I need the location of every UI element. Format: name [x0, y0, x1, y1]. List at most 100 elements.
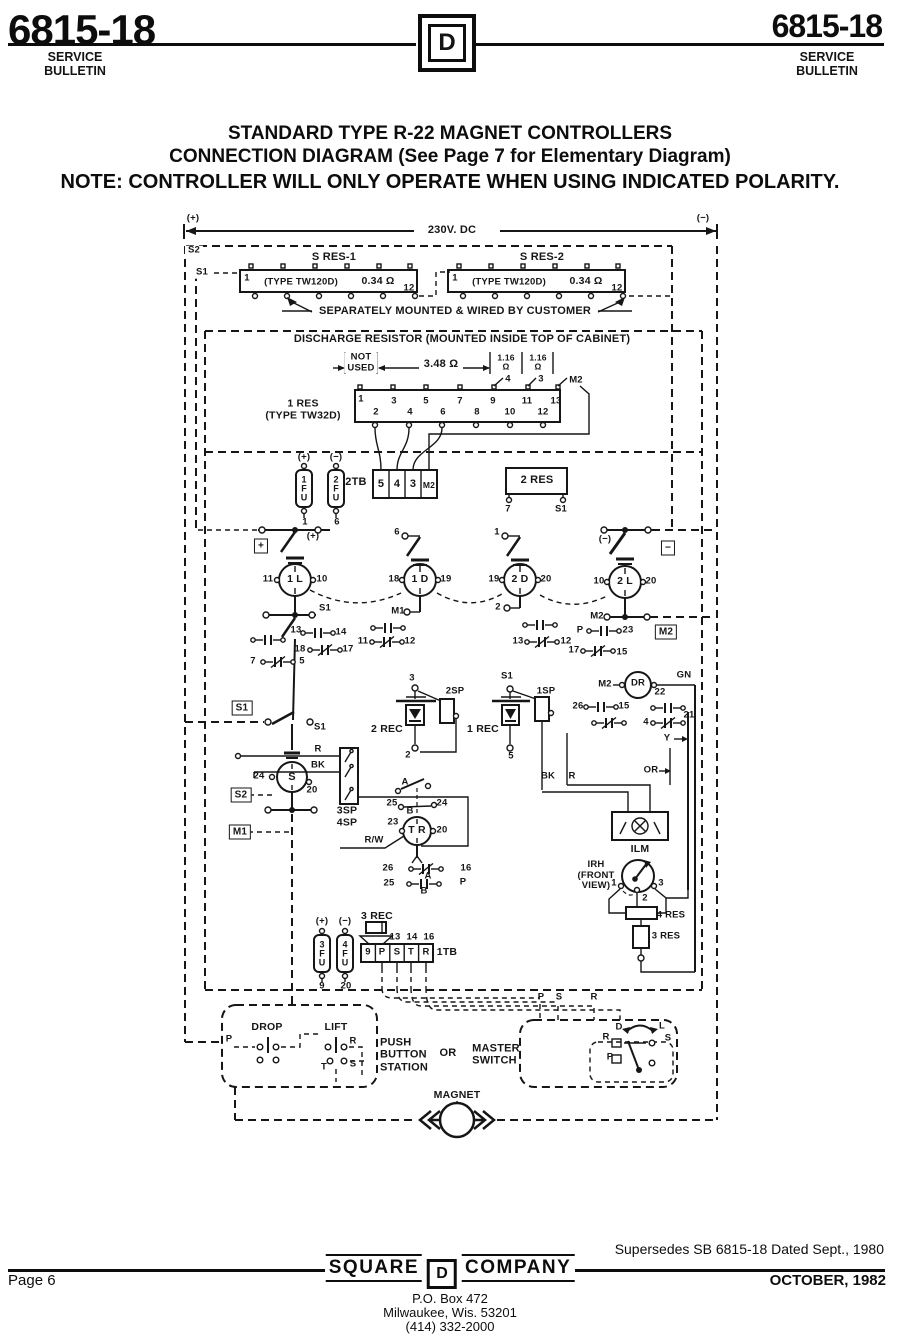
label-magnet: MAGNET — [433, 1089, 481, 1102]
label-fu3-terminal: 9 — [319, 980, 325, 992]
label-1rec: 1 REC — [467, 723, 499, 736]
label-irh1: 1 — [611, 877, 617, 889]
label-n5: 5 — [508, 750, 514, 762]
label-ilm: ILM — [630, 843, 650, 856]
label-rt5: 5 — [423, 395, 429, 407]
label-d3: 3 — [538, 373, 544, 385]
label-or: OR — [439, 1046, 457, 1059]
label-rt11: 11 — [521, 395, 533, 407]
label-r-wire: R — [568, 770, 576, 782]
label-c19: 19 — [440, 573, 452, 585]
label-val1: 0.34 Ω — [361, 275, 395, 288]
label-116-ohm-b: 1.16 Ω — [526, 353, 550, 371]
label-k12: 12 — [404, 635, 416, 647]
label-k15: 15 — [616, 646, 628, 658]
label-y-wire: Y — [663, 732, 671, 744]
power-rail — [183, 224, 718, 239]
terminal-block-2tb — [372, 469, 438, 499]
label-ms-s2: S — [664, 1032, 672, 1044]
label-fu1-terminal: 1 — [302, 516, 308, 528]
label-1tb-cell-p: P — [378, 946, 386, 958]
label-or-wire: OR — [643, 764, 659, 776]
label-k18: 18 — [294, 643, 306, 655]
label-rt7: 7 — [457, 395, 463, 407]
label-ka: A — [401, 776, 409, 788]
label-1res: 1 RES (TYPE TW32D) — [265, 397, 341, 421]
label-t12a: 12 — [403, 282, 415, 294]
label-rb2: 2 — [373, 406, 379, 418]
label-n2: 2 — [495, 601, 501, 613]
label-2tb-cell-m2: M2 — [422, 479, 436, 490]
label-fuse-3fu: 3FU — [318, 939, 326, 968]
label-fu4-terminal: 20 — [340, 980, 352, 992]
label-k14: 14 — [335, 626, 347, 638]
label-kpb: P — [459, 876, 467, 888]
title-line2: CONNECTION DIAGRAM (See Page 7 for Eleme… — [169, 146, 731, 167]
company-wordmark: SQUARE D COMPANY — [325, 1254, 575, 1289]
switch-box-3sp-4sp — [234, 747, 469, 847]
label-d4: 4 — [505, 373, 511, 385]
label-2res: 2 RES — [520, 473, 554, 486]
label-gn: GN — [676, 669, 692, 681]
label-m2-box: M2 — [654, 624, 678, 640]
label-s1: S1 — [192, 267, 212, 279]
label-separately-mounted: SEPARATELY MOUNTED & WIRED BY CUSTOMER — [315, 304, 595, 318]
resistor-2res — [505, 467, 568, 504]
label-k25: 25 — [386, 797, 398, 809]
cabinet-outline — [204, 330, 703, 991]
label-plus2: (+) — [306, 530, 320, 542]
label-2tb-cell-5: 5 — [377, 477, 385, 490]
address-line1: P.O. Box 472 — [412, 1291, 488, 1306]
label-discharge-title: DISCHARGE RESISTOR (MOUNTED INSIDE TOP O… — [290, 332, 634, 346]
contactor-2l — [600, 526, 714, 621]
label-t1a: 1 — [244, 272, 250, 284]
rectifier-2rec — [396, 684, 460, 753]
label-k23b: 23 — [387, 816, 399, 828]
square-d-logo: D — [418, 14, 476, 72]
label-dr: DR — [630, 677, 646, 689]
label-2rec: 2 REC — [371, 723, 403, 736]
label-master-switch: MASTER SWITCH — [472, 1042, 520, 1067]
supersedes-note: Supersedes SB 6815-18 Dated Sept., 1980 — [614, 1241, 884, 1257]
label-s1-junction2: S1 — [313, 721, 327, 733]
label-c20c: 20 — [306, 784, 318, 796]
label-minus2: (−) — [598, 533, 612, 545]
label-n3: 3 — [409, 672, 415, 684]
label-fuse-2fu: 2FU — [332, 474, 340, 503]
header-rule-left — [8, 43, 416, 46]
label-m1: M1 — [391, 605, 405, 617]
label-kb: B — [406, 805, 414, 817]
label-coil-1d: 1 D — [411, 573, 429, 586]
label-t1b: 1 — [452, 272, 458, 284]
label-pb-s: S — [349, 1058, 357, 1070]
tr-relay — [340, 778, 438, 864]
label-fu3-plus: (+) — [315, 915, 329, 927]
label-pb-t: T — [320, 1061, 328, 1073]
label-not-used: NOT USED — [344, 351, 378, 374]
label-type1: (TYPE TW120D) — [264, 276, 338, 288]
label-n22: 22 — [654, 686, 666, 698]
label-k12b: 12 — [560, 635, 572, 647]
label-m1-box: M1 — [228, 824, 252, 840]
label-c10b: 10 — [593, 575, 605, 587]
label-116-ohm-a: 1.16 Ω — [494, 353, 518, 371]
label-s1-mid: S1 — [500, 670, 514, 682]
address-line2: Milwaukee, Wis. 53201 — [383, 1305, 517, 1320]
footer-date: OCTOBER, 1982 — [769, 1272, 886, 1289]
rectifier-1rec — [492, 685, 651, 812]
label-rt1: 1 — [358, 393, 364, 405]
label-1tb-cell-9: 9 — [365, 946, 371, 958]
label-fuse-1fu: 1FU — [300, 474, 308, 503]
label-plus-box: + — [253, 538, 269, 554]
label-type2: (TYPE TW120D) — [472, 276, 546, 288]
label-lift: LIFT — [324, 1021, 348, 1034]
label-k13: 13 — [290, 624, 302, 636]
label-t14: 14 — [406, 931, 418, 943]
label-ms-r2: R — [602, 1031, 610, 1043]
label-ms-s: S — [555, 991, 563, 1003]
label-m2: M2 — [590, 610, 604, 622]
rec3-1tb — [358, 921, 621, 1020]
label-coil-2l: 2 L — [617, 575, 633, 588]
square-d-logo-letter: D — [428, 24, 466, 62]
